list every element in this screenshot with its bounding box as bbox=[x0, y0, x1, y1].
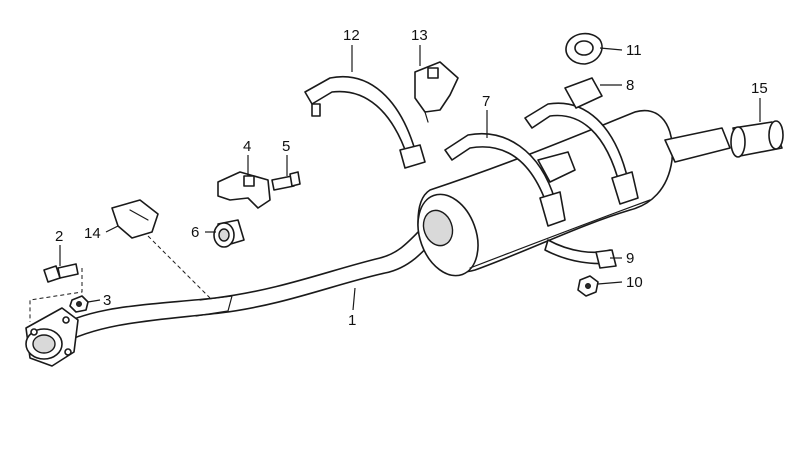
tailpipe-trim[interactable] bbox=[730, 120, 784, 158]
hanger-strap-7[interactable] bbox=[444, 133, 576, 227]
nut-10[interactable] bbox=[577, 275, 599, 297]
leader-lines bbox=[59, 45, 761, 311]
callout-15: 15 bbox=[751, 80, 768, 97]
gasket-ring-11[interactable] bbox=[565, 32, 603, 65]
callout-3: 3 bbox=[103, 292, 111, 309]
rubber-bushing-6[interactable] bbox=[213, 219, 245, 248]
pipe-flange bbox=[25, 307, 79, 367]
callout-5: 5 bbox=[282, 138, 290, 155]
callout-10: 10 bbox=[626, 274, 643, 291]
callout-9: 9 bbox=[626, 250, 634, 267]
callout-8: 8 bbox=[626, 77, 634, 94]
bracket-14-guide-line bbox=[147, 235, 211, 299]
bolt-2-guide-line bbox=[29, 268, 83, 322]
nut-3[interactable] bbox=[69, 295, 89, 313]
callout-11: 11 bbox=[626, 42, 642, 59]
clamp-13[interactable] bbox=[414, 61, 459, 123]
callout-13: 13 bbox=[411, 27, 428, 44]
bolt-5[interactable] bbox=[271, 171, 301, 191]
callout-7: 7 bbox=[482, 93, 490, 110]
front-pipe[interactable] bbox=[25, 224, 439, 367]
callout-4: 4 bbox=[243, 138, 251, 155]
bracket-14[interactable] bbox=[111, 199, 159, 239]
hanger-strap-12[interactable] bbox=[304, 75, 426, 169]
callout-2: 2 bbox=[55, 228, 63, 245]
callout-1: 1 bbox=[348, 312, 356, 329]
callout-14: 14 bbox=[84, 225, 101, 242]
hanger-strap-8[interactable] bbox=[524, 77, 639, 205]
callout-6: 6 bbox=[191, 224, 199, 241]
bolt-2[interactable] bbox=[43, 263, 79, 283]
callout-labels: 1 2 3 4 5 6 7 8 9 10 11 12 13 14 15 bbox=[55, 27, 768, 329]
lower-strap-9[interactable] bbox=[544, 239, 617, 269]
callout-12: 12 bbox=[343, 27, 360, 44]
bracket-4[interactable] bbox=[217, 171, 271, 209]
